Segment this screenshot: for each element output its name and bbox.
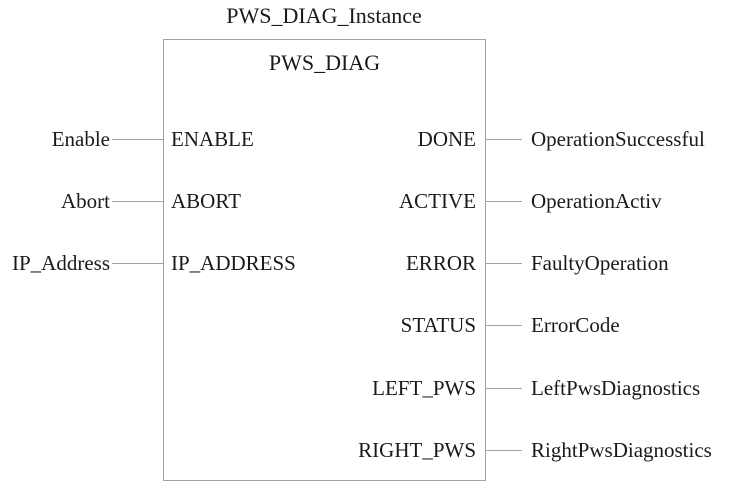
function-block-body: PWS_DIAG	[163, 39, 486, 481]
input-external-label: IP_Address	[12, 251, 110, 275]
output-connector-line	[486, 263, 522, 264]
output-pin-label: LEFT_PWS	[372, 376, 476, 400]
output-connector-line	[486, 388, 522, 389]
function-block-name: PWS_DIAG	[268, 50, 381, 75]
input-external-label: Abort	[61, 189, 110, 213]
output-external-label: FaultyOperation	[531, 251, 669, 275]
output-connector-line	[486, 201, 522, 202]
output-pin-label: ERROR	[405, 251, 476, 275]
output-connector-line	[486, 325, 522, 326]
output-connector-line	[486, 450, 522, 451]
input-connector-line	[112, 139, 163, 140]
input-external-label: Enable	[51, 127, 110, 151]
output-pin-label: ACTIVE	[399, 189, 476, 213]
output-connector-line	[486, 139, 522, 140]
input-pin-label: IP_ADDRESS	[171, 251, 296, 275]
output-pin-label: RIGHT_PWS	[358, 438, 476, 462]
output-external-label: OperationSuccessful	[531, 127, 705, 151]
output-pin-label: DONE	[417, 127, 476, 151]
output-external-label: ErrorCode	[531, 313, 620, 337]
output-external-label: RightPwsDiagnostics	[531, 438, 712, 462]
output-external-label: LeftPwsDiagnostics	[531, 376, 701, 400]
output-external-label: OperationActiv	[531, 189, 662, 213]
input-connector-line	[112, 201, 163, 202]
input-connector-line	[112, 263, 163, 264]
input-pin-label: ABORT	[171, 189, 241, 213]
instance-title: PWS_DIAG_Instance	[226, 3, 422, 28]
input-pin-label: ENABLE	[171, 127, 254, 151]
output-pin-label: STATUS	[400, 313, 476, 337]
